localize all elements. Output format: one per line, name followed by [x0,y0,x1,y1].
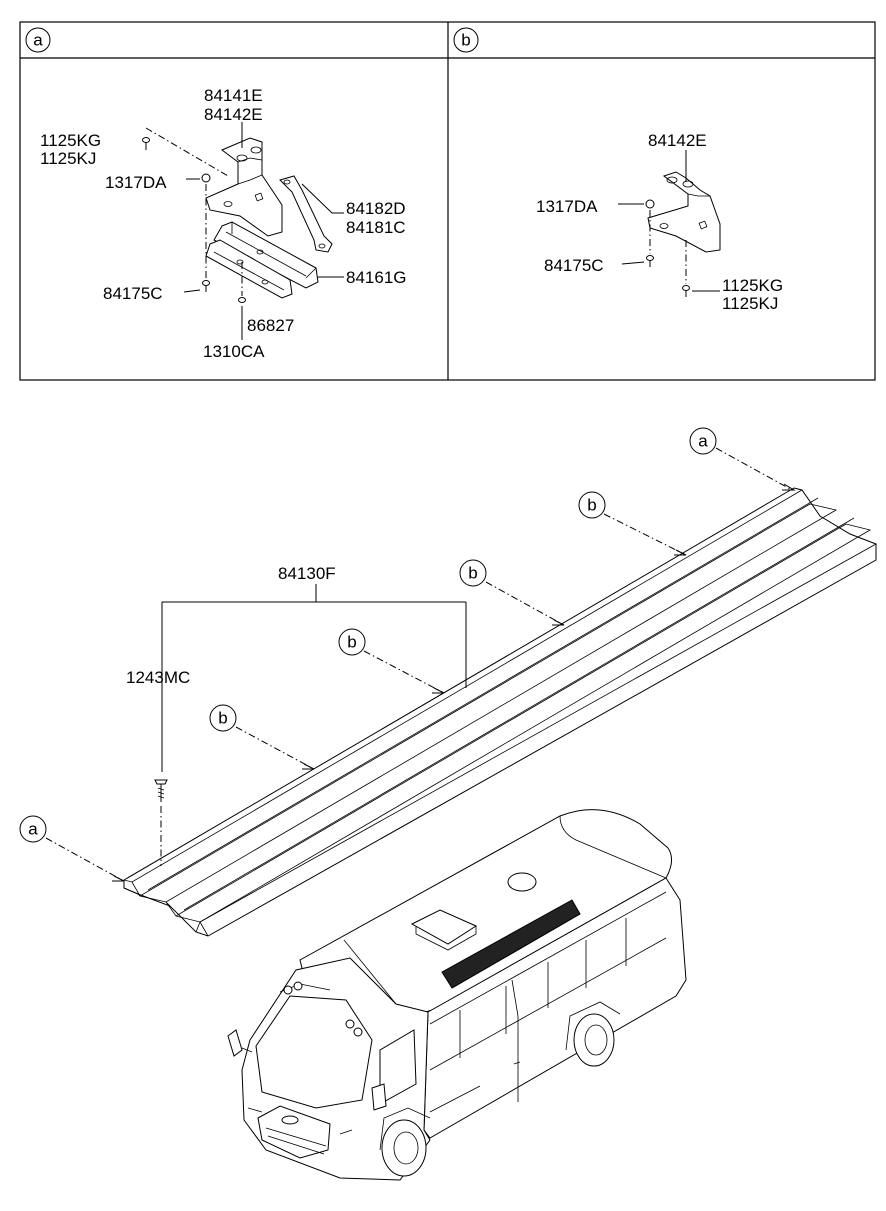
bracket-84142e [647,171,721,253]
marker-b3: b [338,628,445,694]
bolt-84175c-a [202,280,210,292]
label-84142e: 84142E [204,105,263,124]
marker-b1: b [578,491,687,556]
svg-text:a: a [28,820,38,839]
label-84130f: 84130F [278,564,336,583]
detail-panels-frame [19,21,876,381]
bracket-84141e [205,137,283,237]
bus-illustration [227,809,687,1181]
label-1125kg: 1125KG [40,131,101,150]
panel-b-parts [618,150,721,297]
panel-a-labels: 84141E 84142E 1125KG 1125KJ 1317DA 84182… [40,86,407,361]
label-84161g: 84161G [346,268,407,287]
screw-1125kg-a [142,137,150,150]
panel-b-marker: b [453,27,479,53]
strap-84182d [279,175,333,253]
rail-markers: a b b b b a [19,427,796,882]
svg-text:b: b [461,31,470,50]
panel-b-labels: 84142E 1317DA 84175C 1125KG 1125KJ [536,131,783,313]
nut-1317da-b [645,199,655,209]
marker-a-right: a [689,427,796,491]
panel-a-parts [142,122,344,340]
marker-b2: b [459,559,565,626]
rail-leader [161,584,467,772]
label-1125kj: 1125KJ [40,149,96,168]
marker-b4: b [209,704,315,770]
screw-1125kg-b [682,285,690,297]
rail-labels: 84130F 1243MC [126,564,336,687]
label-1125kg-b: 1125KG [722,276,783,295]
label-1125kj-b: 1125KJ [722,294,778,313]
nut-1317da-a [201,173,211,183]
nut-86827 [238,297,246,303]
label-1243mc: 1243MC [126,668,190,687]
label-84175c-b: 84175C [544,256,604,275]
svg-text:b: b [468,564,477,583]
label-84181c: 84181C [346,218,406,237]
svg-text:b: b [347,633,356,652]
panel-a-marker: a [25,27,51,53]
label-84175c: 84175C [103,284,163,303]
roof-rail-84130f [123,487,877,937]
label-86827: 86827 [247,316,294,335]
svg-text:b: b [587,496,596,515]
bolt-84175c-b [646,255,654,267]
svg-text:a: a [698,432,708,451]
label-84182d: 84182D [346,199,406,218]
svg-text:a: a [33,31,43,50]
label-1317da-b: 1317DA [536,197,598,216]
marker-a-left: a [19,815,125,882]
label-1310ca: 1310CA [203,342,265,361]
screw-1243mc [154,779,168,866]
label-1317da: 1317DA [105,173,167,192]
label-84141e: 84141E [204,86,263,105]
svg-text:b: b [218,709,227,728]
label-84142e-b: 84142E [648,131,707,150]
